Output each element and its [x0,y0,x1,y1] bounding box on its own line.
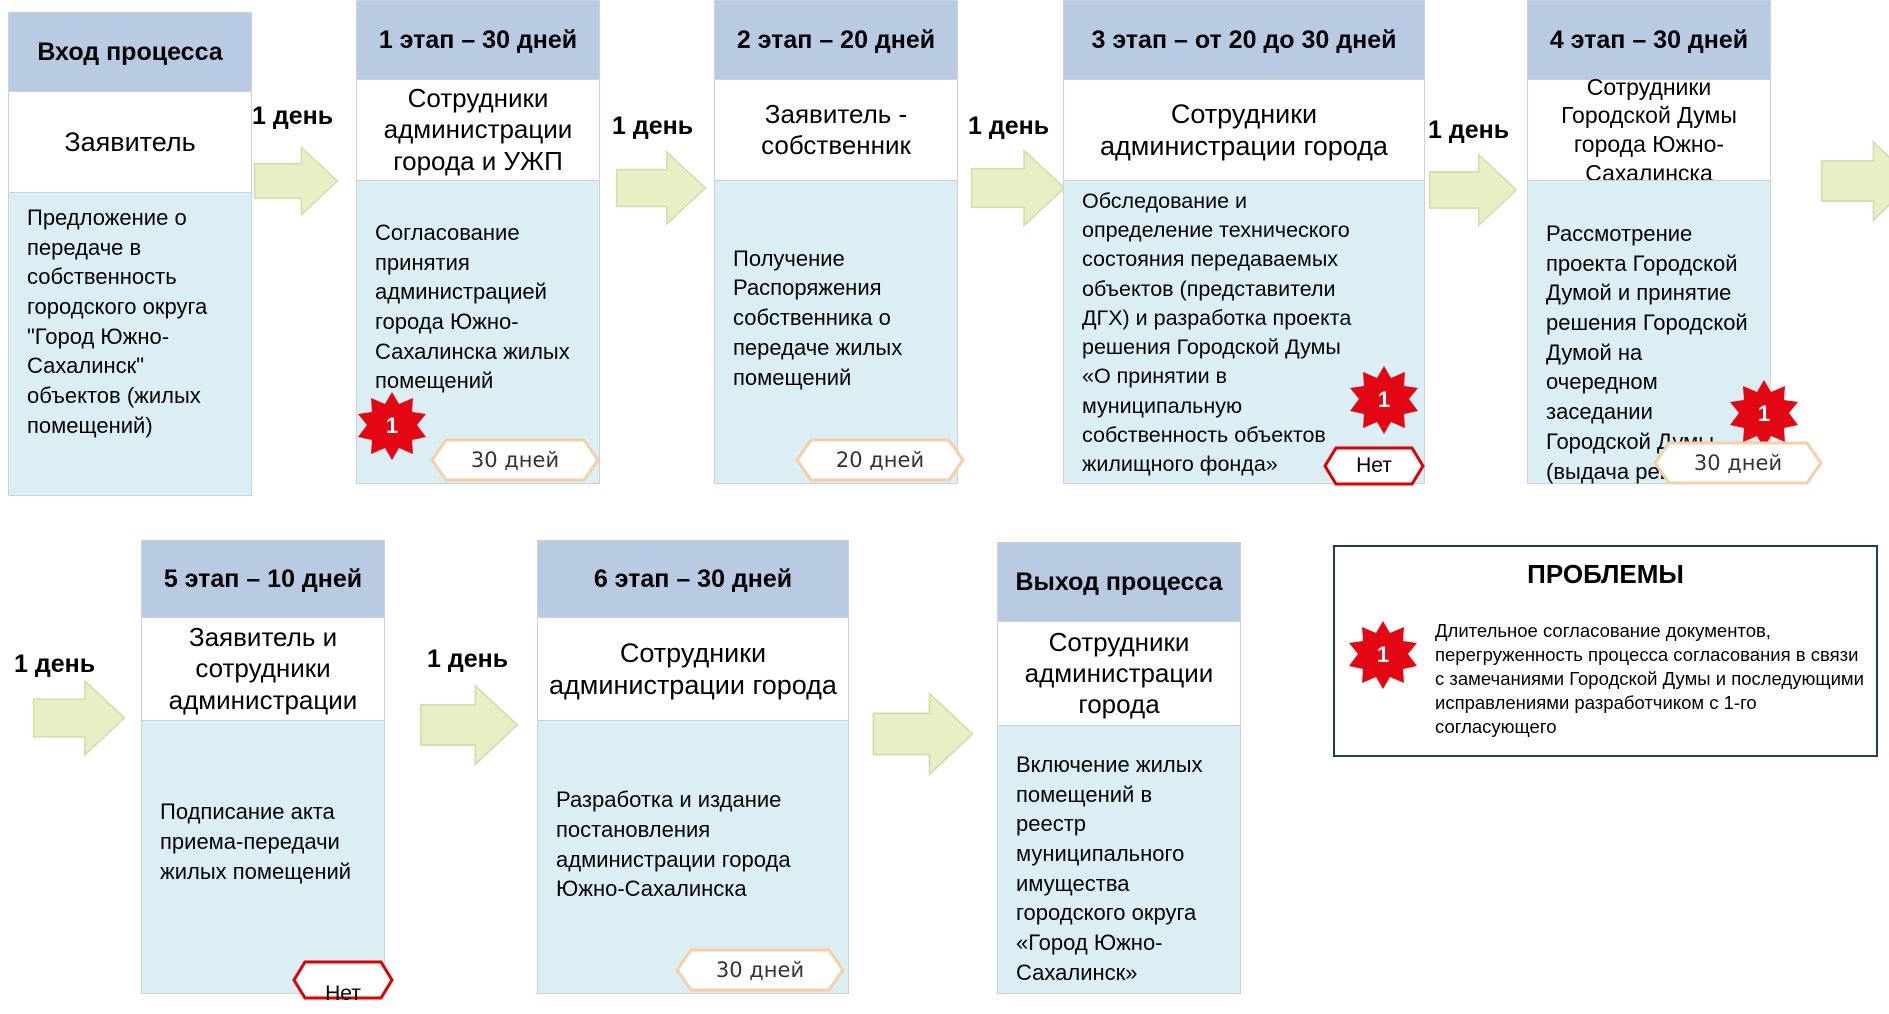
stage-card-3: 3 этап – от 20 до 30 дней Сотрудники адм… [1063,0,1425,484]
stage-description: Подписание акта приема-передачи жилых по… [160,799,352,884]
transition-label: 1 день [968,112,1050,140]
stage-header: 2 этап – 20 дней [714,0,958,80]
stage-header: 3 этап – от 20 до 30 дней [1063,0,1425,80]
flow-arrow-icon [970,148,1066,228]
stage-description-box: Разработка и издание постановления админ… [537,720,849,994]
stage-actor: Сотрудники Городской Думы города Южно-Са… [1527,74,1771,186]
problem-marker-icon: 1 [1728,378,1800,450]
flow-arrow-icon [1820,140,1889,222]
stage-actor: Заявитель [8,92,252,192]
stage-header: Вход процесса [8,12,252,92]
stage-header: 4 этап – 30 дней [1527,0,1771,80]
problem-marker-icon: 1 [356,390,428,462]
stage-actor: Сотрудники администрации города и УЖП [356,80,600,180]
stage-card-2: 2 этап – 20 дней Заявитель - собственник… [714,0,958,484]
stage-header: 1 этап – 30 дней [356,0,600,80]
stage-actor: Заявитель - собственник [714,80,958,180]
stage-description: Обследование и определение технического … [1082,189,1352,477]
stage-actor: Сотрудники администрации города [997,622,1241,725]
stage-card-6: 6 этап – 30 дней Сотрудники администраци… [537,540,849,994]
flag-tag: Нет [1323,446,1425,486]
problems-title: ПРОБЛЕМЫ [1527,559,1684,589]
problems-panel: ПРОБЛЕМЫ 1 Длительное согласование докум… [1333,545,1878,757]
stage-description-box: Включение жилых помещений в реестр муниц… [997,725,1241,994]
stage-description: Рассмотрение проекта Городской Думой и п… [1546,221,1748,484]
stage-description-box: Рассмотрение проекта Городской Думой и п… [1527,180,1771,484]
flag-tag: Нет [292,960,394,1005]
stage-actor: Сотрудники администрации города [537,618,849,720]
stage-description-box: Согласование принятия администрацией гор… [356,180,600,484]
transition-label: 1 день [427,645,509,673]
stage-description: Разработка и издание постановления админ… [556,787,791,902]
transition-label: 1 день [14,650,96,678]
stage-card-1: 1 этап – 30 дней Сотрудники администраци… [356,0,600,484]
transition-label: 1 день [252,102,334,130]
flow-arrow-icon [413,684,525,766]
duration-tag: 30 дней [1653,441,1823,485]
stage-header: Выход процесса [997,542,1241,622]
stage-description: Получение Распоряжения собственника о пе… [733,245,903,390]
stage-card-4: 4 этап – 30 дней Сотрудники Городской Ду… [1527,0,1771,484]
stage-card-5: 5 этап – 10 дней Заявитель и сотрудники … [141,540,385,994]
stage-description-box: Обследование и определение технического … [1063,180,1425,484]
stage-description-box: Предложение о передаче в собственность г… [8,192,252,496]
stage-header: 5 этап – 10 дней [141,540,385,618]
stage-card-output: Выход процесса Сотрудники администрации … [997,542,1241,994]
stage-description-box: Получение Распоряжения собственника о пе… [714,180,958,484]
duration-tag: 20 дней [795,438,965,482]
stage-description: Предложение о передаче в собственность г… [27,205,208,438]
flow-arrow-icon [867,692,979,776]
flow-arrow-icon [615,148,707,228]
flow-arrow-icon [32,676,126,760]
stage-header: 6 этап – 30 дней [537,540,849,618]
problem-marker-icon: 1 [1347,619,1419,691]
transition-label: 1 день [1428,116,1510,144]
transition-label: 1 день [612,112,694,140]
stage-actor: Заявитель и сотрудники администрации [141,618,385,720]
stage-description: Включение жилых помещений в реестр муниц… [1016,752,1203,985]
flow-arrow-icon [253,140,339,222]
stage-card-input: Вход процесса Заявитель Предложение о пе… [8,12,252,496]
stage-description-box: Подписание акта приема-передачи жилых по… [141,720,385,994]
flow-arrow-icon [1428,150,1518,230]
stage-description: Согласование принятия администрацией гор… [375,219,570,394]
stage-actor: Сотрудники администрации города [1063,80,1425,180]
problem-marker-icon: 1 [1348,364,1420,436]
duration-tag: 30 дней [430,438,600,482]
duration-tag: 30 дней [675,948,845,992]
problem-description: Длительное согласование документов, пере… [1435,620,1864,738]
